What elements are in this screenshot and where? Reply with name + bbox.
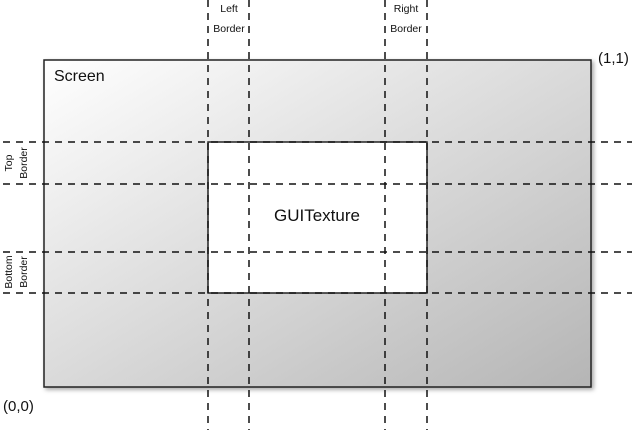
bottom-border-label-line2: Border bbox=[18, 256, 30, 288]
gui-texture-rect bbox=[207, 141, 428, 294]
left-border-label-line2: Border bbox=[213, 23, 245, 35]
bottom-left-coordinate: (0,0) bbox=[3, 398, 34, 415]
right-border-label-line1: Right bbox=[394, 3, 419, 15]
left-border-label-line1: Left bbox=[220, 3, 238, 15]
right-border-label-line2: Border bbox=[390, 23, 422, 35]
bottom-border-label-line1: Bottom bbox=[3, 255, 15, 289]
screen-label: Screen bbox=[54, 68, 105, 85]
top-border-label-line1: Top bbox=[3, 154, 15, 171]
top-border-label-line2: Border bbox=[18, 147, 30, 179]
gui-texture-label: GUITexture bbox=[274, 206, 360, 225]
top-right-coordinate: (1,1) bbox=[598, 50, 629, 67]
